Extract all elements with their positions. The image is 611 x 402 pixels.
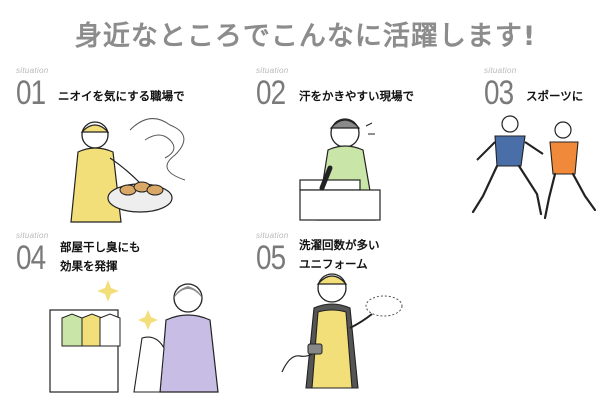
situation-number: 05 xyxy=(256,239,286,277)
situation-label: situation xyxy=(256,66,289,75)
situation-label: situation xyxy=(256,231,289,240)
food-worker-illustration xyxy=(70,118,186,223)
situation-label: situation xyxy=(16,66,49,75)
situation-number: 01 xyxy=(16,74,46,112)
page-headline: 身近なところでこんなに活躍します! xyxy=(74,21,537,52)
situation-caption: 効果を発揮 xyxy=(60,259,118,273)
situation-number: 03 xyxy=(484,74,514,112)
basketball-players-illustration xyxy=(471,115,597,220)
indoor-laundry-illustration xyxy=(49,280,219,393)
situation-caption: 洗濯回数が多い xyxy=(299,238,380,252)
situation-number: 04 xyxy=(16,239,46,277)
situation-label: situation xyxy=(484,66,517,75)
situation-number: 02 xyxy=(256,74,286,112)
situation-caption: ニオイを気にする職場で xyxy=(58,89,185,103)
situation-caption: 部屋干し臭にも xyxy=(60,240,141,254)
situation-caption: スポーツに xyxy=(526,89,584,103)
situation-caption: ユニフォーム xyxy=(299,257,368,271)
situation-label: situation xyxy=(16,231,49,240)
situation-caption: 汗をかきやすい現場で xyxy=(299,89,414,103)
worker-illustration xyxy=(299,118,381,221)
uniform-worker-illustration xyxy=(281,273,403,389)
